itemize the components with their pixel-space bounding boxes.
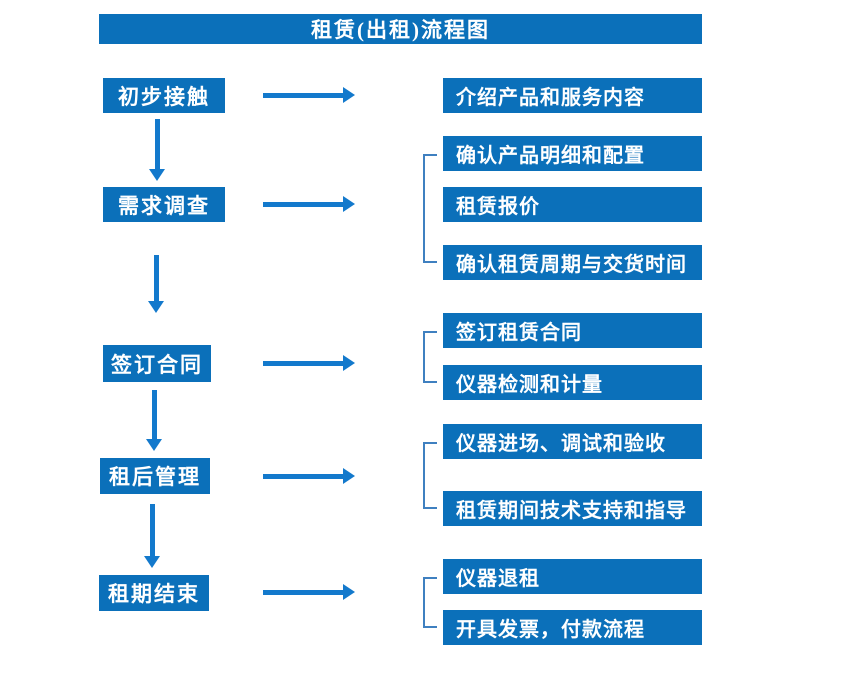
flow-detail-box: 签订租赁合同 [443,313,702,348]
down-arrow-connector [144,504,160,568]
right-arrow-connector [263,468,355,484]
group-bracket [423,153,437,263]
flow-step-box: 租后管理 [100,458,210,494]
arrow-head-down-icon [146,439,162,451]
right-arrow-connector [263,355,355,371]
arrow-shaft [154,255,159,302]
flow-detail-box: 仪器进场、调试和验收 [443,424,702,459]
arrow-shaft [263,361,343,366]
arrow-shaft [263,590,343,595]
arrow-shaft [263,474,343,479]
arrow-head-right-icon [343,355,355,371]
arrow-head-down-icon [148,301,164,313]
flow-detail-box: 确认租赁周期与交货时间 [443,245,702,280]
down-arrow-connector [149,119,165,181]
flow-detail-box: 仪器退租 [443,559,702,594]
arrow-head-right-icon [343,87,355,103]
flowchart-title: 租赁(出租)流程图 [99,14,702,44]
arrow-shaft [263,202,343,207]
flow-step-box: 租期结束 [99,575,209,611]
arrow-shaft [152,390,157,440]
down-arrow-connector [146,390,162,451]
flow-step-box: 需求调查 [103,187,225,222]
group-bracket [423,576,437,628]
flow-detail-box: 租赁报价 [443,187,702,222]
flow-detail-box: 确认产品明细和配置 [443,136,702,171]
group-bracket [423,330,437,383]
group-bracket [423,441,437,509]
flow-detail-box: 开具发票，付款流程 [443,610,702,645]
down-arrow-connector [148,255,164,313]
arrow-head-right-icon [343,584,355,600]
right-arrow-connector [263,196,355,212]
right-arrow-connector [263,584,355,600]
arrow-head-down-icon [144,556,160,568]
arrow-shaft [150,504,155,557]
arrow-shaft [155,119,160,170]
flow-detail-box: 租赁期间技术支持和指导 [443,491,702,526]
arrow-shaft [263,93,343,98]
arrow-head-right-icon [343,468,355,484]
flow-detail-box: 介绍产品和服务内容 [443,78,702,113]
arrow-head-down-icon [149,169,165,181]
flow-step-box: 签订合同 [103,345,211,382]
flow-step-box: 初步接触 [103,78,225,113]
flow-detail-box: 仪器检测和计量 [443,365,702,400]
right-arrow-connector [263,87,355,103]
arrow-head-right-icon [343,196,355,212]
